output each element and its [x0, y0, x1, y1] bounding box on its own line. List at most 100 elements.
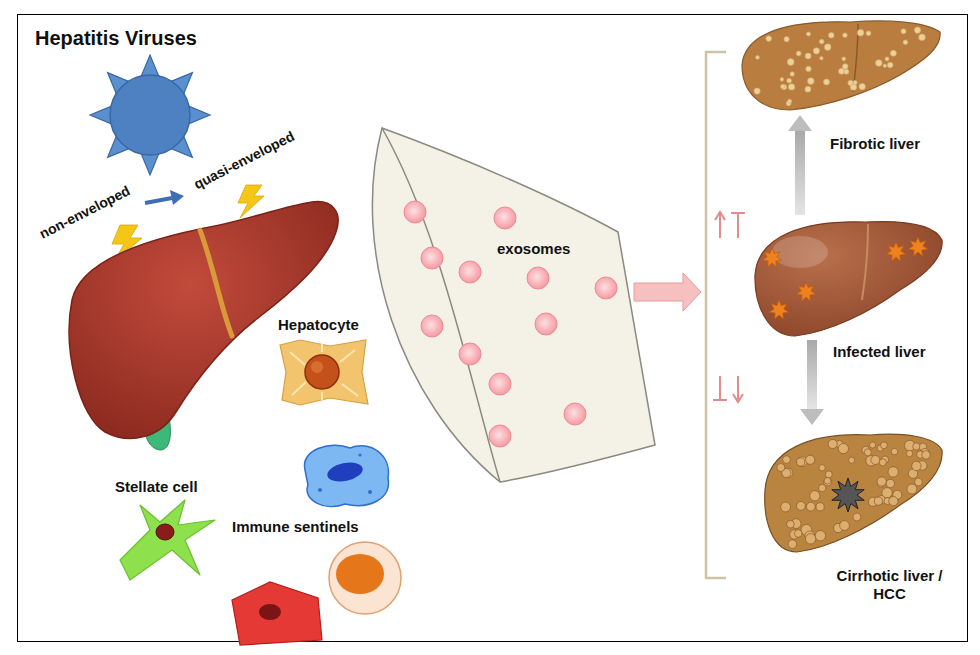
- liver-nodule: [823, 478, 831, 486]
- liver-nodule: [824, 79, 830, 85]
- liver-nodule: [838, 444, 848, 454]
- liver-nodule: [876, 60, 883, 67]
- release-arrow: [634, 273, 701, 311]
- liver-nodule: [820, 57, 823, 60]
- liver-nodule: [777, 464, 785, 472]
- exosome-vesicle: [459, 343, 481, 365]
- virus-body: [110, 75, 190, 155]
- liver-nodule: [815, 531, 825, 541]
- liver-nodule: [824, 478, 831, 485]
- exosome-vesicle: [489, 373, 511, 395]
- exosome-funnel: exosomes: [355, 118, 665, 488]
- node-label: Fibrotic liver: [830, 135, 920, 153]
- liver-nodule: [787, 59, 794, 66]
- liver-nodule: [788, 99, 792, 103]
- progression-arrow: [788, 115, 812, 215]
- liver-nodule: [919, 34, 926, 41]
- exosome-vesicle: [535, 313, 557, 335]
- liver-stage: Fibrotic liver: [735, 15, 945, 115]
- infection-focus: [769, 300, 788, 319]
- liver-nodule: [805, 86, 811, 92]
- liver-nodule: [890, 50, 896, 56]
- liver-nodule: [788, 84, 794, 90]
- liver-nodule: [790, 72, 794, 76]
- immune-cell: [304, 445, 388, 506]
- liver-nodule: [906, 450, 912, 456]
- hepatocyte-cell: [290, 344, 358, 400]
- infection-focus: [908, 237, 927, 256]
- funnel-outline: [372, 128, 655, 482]
- stellate-cell: [156, 524, 174, 540]
- progression-arrow: [800, 340, 824, 425]
- conversion-arrow: [145, 198, 172, 203]
- liver-nodule: [849, 457, 855, 463]
- liver-nodule: [813, 48, 819, 54]
- liver-ligament: [862, 224, 868, 300]
- liver-nodule: [828, 439, 837, 448]
- liver-nodule: [853, 80, 857, 84]
- exosome-vesicle: [494, 207, 516, 229]
- liver-ligament: [853, 24, 858, 92]
- bracket: [706, 52, 726, 578]
- immune-cell: [318, 488, 322, 492]
- liver-stage-shape: [760, 425, 950, 560]
- liver-nodule: [881, 442, 888, 449]
- immune-cell: [358, 453, 361, 456]
- node-label: Cirrhotic liver / HCC: [822, 567, 957, 603]
- liver-nodule: [842, 57, 846, 61]
- conversion-arrow: [145, 190, 184, 205]
- frame: [18, 15, 968, 642]
- immune-cell: [326, 459, 365, 484]
- promote-inhibit-symbol: [719, 214, 721, 238]
- liver-stage: Infected liver: [750, 215, 945, 340]
- promote-inhibit-symbol: [713, 399, 727, 401]
- liver-nodule: [806, 455, 815, 464]
- promote-inhibit-symbol: [731, 212, 745, 214]
- hepatocyte-cell: [280, 340, 368, 405]
- liver-nodule: [797, 458, 805, 466]
- liver-nodule: [819, 39, 824, 44]
- arrow-head: [788, 115, 812, 131]
- liver-nodule: [857, 29, 864, 36]
- virus-spike: [90, 55, 210, 175]
- liver-nodule: [886, 479, 894, 487]
- promote-inhibit-symbol: [719, 376, 721, 400]
- infection-focus: [796, 282, 815, 301]
- liver-nodule: [794, 530, 802, 538]
- liver-nodule: [806, 32, 810, 36]
- liver-nodule: [805, 53, 811, 59]
- promote-inhibit-symbol: [715, 212, 725, 220]
- promote-inhibit-symbol: [713, 376, 743, 402]
- liver-nodule: [806, 502, 815, 511]
- liver-nodule: [864, 449, 871, 456]
- immune-cell: [329, 542, 401, 614]
- liver-stage: Cirrhotic liver / HCC: [760, 425, 950, 560]
- exosome-vesicle: [459, 261, 481, 283]
- liver-nodule: [782, 85, 787, 90]
- immune-cell: [259, 604, 281, 620]
- stellate-cell: [120, 500, 215, 580]
- arrow-head: [800, 409, 824, 425]
- arrow-shaft: [795, 131, 805, 215]
- hepatocyte-cell: [305, 355, 339, 389]
- exosome-vesicle: [564, 403, 586, 425]
- liver-nodule: [819, 465, 825, 471]
- virus-icon: [90, 55, 210, 175]
- immune-cell: [304, 445, 388, 506]
- liver-nodule: [805, 534, 815, 544]
- liver-nodule: [806, 66, 811, 71]
- liver-nodule: [784, 37, 789, 42]
- liver-highlight: [772, 236, 828, 268]
- liver-nodule: [874, 497, 882, 505]
- liver-nodule: [887, 62, 893, 68]
- conversion-arrow: [170, 190, 184, 205]
- liver-nodule: [783, 456, 791, 464]
- promote-inhibit-symbol: [737, 213, 739, 238]
- immune-cell: [336, 554, 384, 594]
- liver-figure: [755, 222, 942, 336]
- funnel-rim: [382, 128, 500, 482]
- liver-figure: [765, 434, 942, 552]
- infection-focus: [886, 242, 905, 261]
- liver-nodule: [871, 456, 880, 465]
